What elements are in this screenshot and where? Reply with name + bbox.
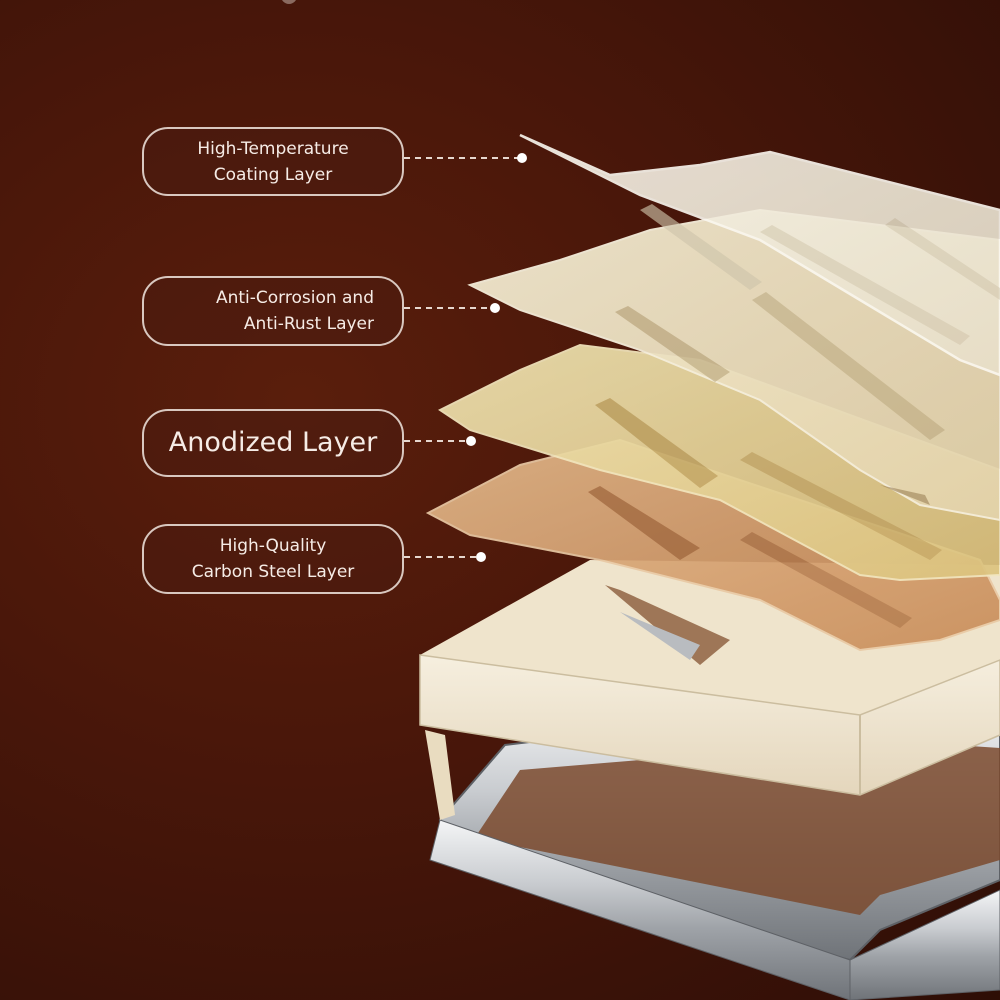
label-line: Coating Layer [213, 164, 333, 185]
connector-dot-icon [466, 153, 527, 562]
label-line: High-Temperature [197, 138, 349, 159]
label-anodized: Anodized Layer [142, 409, 404, 477]
layer-anodized [438, 343, 1000, 582]
label-line: High-Quality [219, 536, 327, 556]
layer-high-temperature [519, 133, 1000, 377]
label-line: Carbon Steel Layer [191, 562, 355, 582]
label-line: Anti-Rust Layer [243, 314, 374, 334]
shelf-tray [419, 560, 1000, 820]
label-line: Anodized Layer [168, 427, 378, 458]
label-line: Anti-Corrosion and [215, 288, 374, 308]
label-high-temperature-coating: High-Temperature Coating Layer [142, 127, 404, 196]
layer-carbon-steel [425, 438, 1000, 652]
label-carbon-steel: High-Quality Carbon Steel Layer [142, 524, 404, 594]
decorative-dot-icon [281, 0, 297, 4]
label-anti-corrosion: Anti-Corrosion and Anti-Rust Layer [142, 276, 404, 346]
connector-lines [404, 157, 518, 558]
